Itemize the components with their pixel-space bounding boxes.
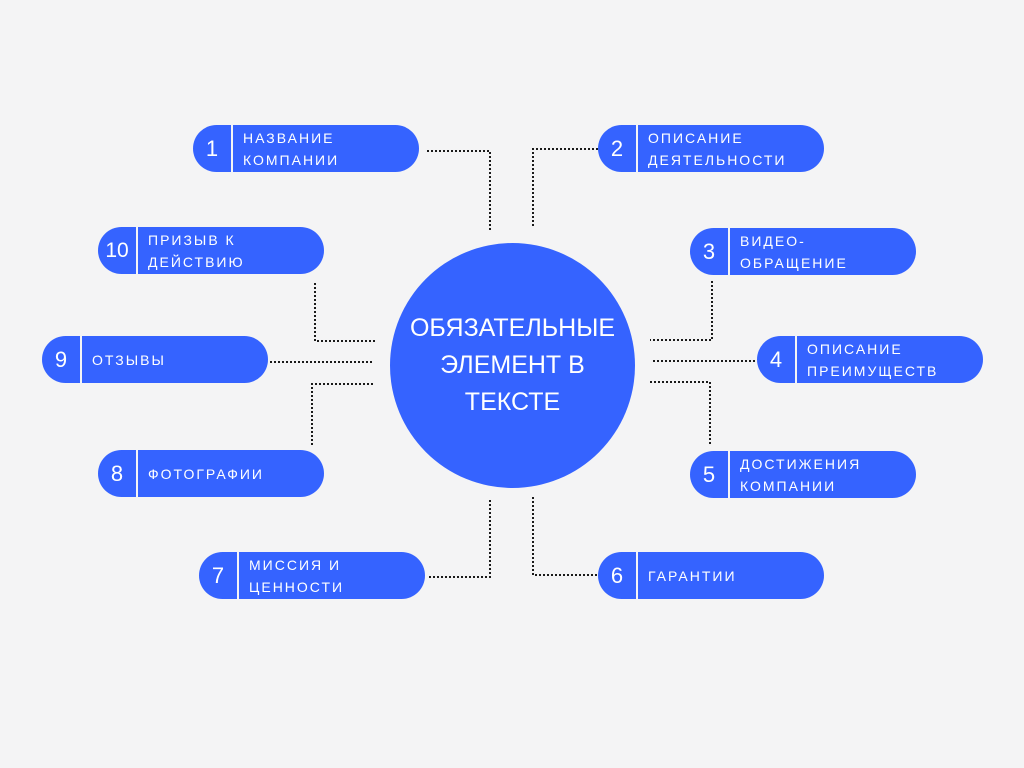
connector-5 <box>650 381 711 444</box>
connector-3 <box>650 281 713 341</box>
divider <box>136 450 138 497</box>
central-topic-title: ОБЯЗАТЕЛЬНЫЕ ЭЛЕМЕНТ В ТЕКСТЕ <box>409 314 616 416</box>
item-number: 3 <box>702 238 716 264</box>
item-7-pill: 7 МИССИЯ И ЦЕННОСТИ <box>199 552 425 599</box>
connector-2 <box>532 148 598 228</box>
divider <box>728 451 730 498</box>
divider <box>231 125 233 172</box>
item-label: ФОТОГРАФИИ <box>148 465 264 482</box>
item-number: 5 <box>702 461 716 487</box>
item-number: 9 <box>54 346 68 372</box>
divider <box>136 227 138 274</box>
divider <box>636 125 638 172</box>
item-label: МИССИЯ И ЦЕННОСТИ <box>249 556 345 595</box>
connector-6 <box>532 497 597 576</box>
divider <box>80 336 82 383</box>
item-number: 1 <box>205 135 219 161</box>
item-number: 4 <box>769 346 783 372</box>
item-label: НАЗВАНИЕ КОМПАНИИ <box>243 129 340 168</box>
item-label: ОТЗЫВЫ <box>92 351 166 368</box>
divider <box>237 552 239 599</box>
connector-1 <box>427 150 491 230</box>
connector-8 <box>311 383 373 446</box>
divider <box>728 228 730 275</box>
item-number: 7 <box>211 562 225 588</box>
item-5-pill: 5 ДОСТИЖЕНИЯ КОМПАНИИ <box>690 451 916 498</box>
item-2-pill: 2 ОПИСАНИЕ ДЕЯТЕЛЬНОСТИ <box>598 125 824 172</box>
item-number: 8 <box>110 460 124 486</box>
item-label: ВИДЕО- ОБРАЩЕНИЕ <box>740 232 848 271</box>
item-label: ОПИСАНИЕ ДЕЯТЕЛЬНОСТИ <box>648 129 787 168</box>
item-3-pill: 3 ВИДЕО- ОБРАЩЕНИЕ <box>690 228 916 275</box>
divider <box>636 552 638 599</box>
item-4-pill: 4 ОПИСАНИЕ ПРЕИМУЩЕСТВ <box>757 336 983 383</box>
connector-7 <box>427 500 491 578</box>
item-10-pill: 10 ПРИЗЫВ К ДЕЙСТВИЮ <box>98 227 324 274</box>
item-number: 6 <box>610 562 624 588</box>
item-1-pill: 1 НАЗВАНИЕ КОМПАНИИ <box>193 125 419 172</box>
item-number: 2 <box>610 135 624 161</box>
item-label: ГАРАНТИИ <box>648 567 737 584</box>
item-9-pill: 9 ОТЗЫВЫ <box>42 336 268 383</box>
item-6-pill: 6 ГАРАНТИИ <box>598 552 824 599</box>
item-number: 10 <box>105 238 129 262</box>
central-topic-circle: ОБЯЗАТЕЛЬНЫЕ ЭЛЕМЕНТ В ТЕКСТЕ <box>390 243 635 488</box>
item-8-pill: 8 ФОТОГРАФИИ <box>98 450 324 497</box>
connector-10 <box>314 283 375 342</box>
divider <box>795 336 797 383</box>
item-label: ОПИСАНИЕ ПРЕИМУЩЕСТВ <box>807 340 939 379</box>
item-label: ПРИЗЫВ К ДЕЙСТВИЮ <box>148 231 245 270</box>
item-label: ДОСТИЖЕНИЯ КОМПАНИИ <box>740 455 862 494</box>
